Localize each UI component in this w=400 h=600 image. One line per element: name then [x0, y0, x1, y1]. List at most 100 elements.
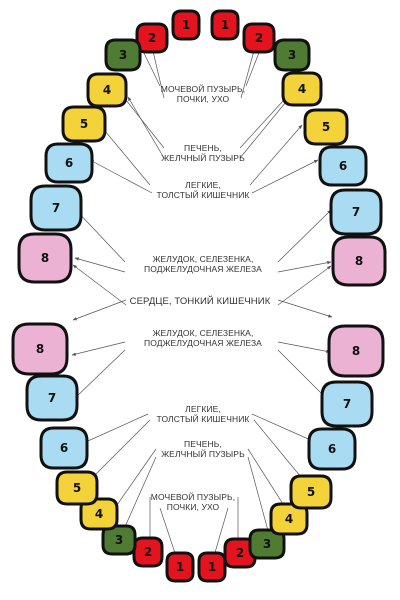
- tooth-shape: [86, 72, 128, 108]
- tooth-number: 1: [182, 18, 190, 32]
- tooth-number: 3: [115, 533, 123, 547]
- tooth-number: 1: [221, 18, 229, 32]
- tooth-number: 1: [176, 560, 184, 574]
- connector-arrow: [277, 299, 333, 318]
- tooth-number: 8: [355, 254, 363, 268]
- tooth-number: 4: [285, 512, 293, 526]
- upper-tooth-2-right: 2: [242, 22, 276, 54]
- connector-arrow: [249, 124, 303, 186]
- connector-arrow: [71, 341, 126, 356]
- lower-tooth-6-left: 6: [39, 426, 89, 470]
- lower-tooth-7-right: 7: [320, 380, 374, 428]
- tooth-shape: [329, 188, 383, 236]
- lower-tooth-8-right: 8: [327, 324, 385, 378]
- tooth-shape: [289, 474, 333, 510]
- label-line: МОЧЕВОЙ ПУЗЫРЬ,: [161, 83, 245, 94]
- upper-tooth-6-right: 6: [318, 145, 368, 187]
- upper-tooth-8-right: 8: [331, 235, 387, 287]
- tooth-shape: [242, 22, 276, 54]
- connector-arrow: [277, 341, 331, 353]
- label-bladder-kidneys-ear-lower: МОЧЕВОЙ ПУЗЫРЬ,ПОЧКИ, УХО: [151, 491, 235, 512]
- tooth-number: 3: [263, 537, 271, 551]
- tooth-number: 7: [48, 391, 56, 405]
- tooth-number: 1: [208, 560, 216, 574]
- tooth-shape: [327, 324, 385, 378]
- upper-tooth-7-right: 7: [329, 188, 383, 236]
- tooth-number: 7: [52, 201, 60, 215]
- connector-arrow: [75, 209, 126, 263]
- tooth-number: 6: [60, 441, 68, 455]
- label-line: МОЧЕВОЙ ПУЗЫРЬ,: [151, 491, 235, 502]
- tooth-number: 2: [148, 31, 156, 45]
- connector-arrow: [240, 46, 256, 99]
- tooth-shape: [55, 470, 99, 506]
- tooth-shape: [101, 524, 137, 556]
- connector-arrow: [74, 349, 126, 399]
- tooth-shape: [61, 105, 107, 143]
- upper-tooth-6-left: 6: [44, 142, 94, 184]
- label-line: ЖЕЛУДОК, СЕЛЕЗЕНКА,: [153, 254, 254, 264]
- tooth-number: 2: [255, 31, 263, 45]
- tooth-number: 3: [119, 48, 127, 62]
- tooth-number: 8: [41, 251, 49, 265]
- label-line: ЖЕЛЧНЫЙ ПУЗЫРЬ: [161, 152, 245, 163]
- tooth-shape: [171, 9, 201, 41]
- upper-tooth-3-left: 3: [104, 38, 142, 72]
- lower-tooth-7-left: 7: [25, 374, 79, 422]
- label-lungs-colon-upper: ЛЕГКИЕ,ТОЛСТЫЙ КИШЕЧНИК: [157, 180, 250, 200]
- connector-arrow: [72, 299, 127, 321]
- tooth-shape: [39, 426, 89, 470]
- connector-arrow: [239, 96, 291, 159]
- tooth-number: 8: [36, 342, 44, 356]
- label-line: ПЕЧЕНЬ,: [184, 439, 222, 449]
- connector-arrow: [277, 261, 332, 273]
- label-line: ТОЛСТЫЙ КИШЕЧНИК: [157, 413, 250, 424]
- organ-labels: МОЧЕВОЙ ПУЗЫРЬ,ПОЧКИ, УХОПЕЧЕНЬ,ЖЕЛЧНЫЙ …: [130, 83, 271, 512]
- label-line: ПОЧКИ, УХО: [177, 94, 230, 104]
- tooth-shape: [307, 427, 357, 471]
- lower-tooth-2-left: 2: [132, 536, 164, 568]
- lower-tooth-6-right: 6: [307, 427, 357, 471]
- tooth-shape: [210, 9, 240, 41]
- upper-tooth-3-right: 3: [273, 38, 311, 72]
- tooth-number: 7: [343, 397, 351, 411]
- label-bladder-kidneys-ear-upper: МОЧЕВОЙ ПУЗЫРЬ,ПОЧКИ, УХО: [161, 83, 245, 104]
- lower-tooth-1-right: 1: [197, 551, 227, 583]
- lower-tooth-1-left: 1: [165, 551, 195, 583]
- upper-tooth-1-right: 1: [210, 9, 240, 41]
- label-line: ЛЕГКИЕ,: [185, 404, 221, 414]
- lower-tooth-3-left: 3: [101, 524, 137, 556]
- label-line: ПОЧКИ, УХО: [167, 502, 220, 512]
- lower-tooth-5-right: 5: [289, 474, 333, 510]
- tooth-shape: [273, 38, 311, 72]
- upper-tooth-4-right: 4: [281, 71, 323, 107]
- label-line: ПОДЖЕЛУДОЧНАЯ ЖЕЛЕЗА: [144, 338, 262, 348]
- upper-tooth-7-left: 7: [29, 184, 83, 232]
- label-line: ЖЕЛЧНЫЙ ПУЗЫРЬ: [161, 448, 245, 459]
- connector-arrow: [99, 124, 151, 186]
- tooth-number: 6: [328, 442, 336, 456]
- tooth-shape: [104, 38, 142, 72]
- connector-arrow: [127, 96, 165, 159]
- tooth-shape: [11, 322, 69, 376]
- label-liver-gallbladder-upper: ПЕЧЕНЬ,ЖЕЛЧНЫЙ ПУЗЫРЬ: [161, 143, 245, 163]
- label-lungs-colon-lower: ЛЕГКИЕ,ТОЛСТЫЙ КИШЕЧНИК: [157, 404, 250, 424]
- connector-arrow: [277, 209, 332, 263]
- tooth-number: 6: [65, 156, 73, 170]
- tooth-number: 3: [288, 48, 296, 62]
- upper-tooth-5-left: 5: [61, 105, 107, 143]
- tooth-number: 5: [80, 117, 88, 131]
- upper-tooth-8-left: 8: [17, 232, 73, 284]
- tooth-number: 5: [73, 481, 81, 495]
- tooth-shape: [331, 235, 387, 287]
- tooth-number: 5: [322, 120, 330, 134]
- tooth-number: 2: [236, 546, 244, 560]
- connector-arrow: [277, 265, 332, 306]
- upper-tooth-4-left: 4: [86, 72, 128, 108]
- upper-tooth-5-right: 5: [303, 108, 349, 146]
- tooth-number: 8: [352, 344, 360, 358]
- upper-tooth-2-left: 2: [135, 22, 169, 54]
- lower-tooth-5-left: 5: [55, 470, 99, 506]
